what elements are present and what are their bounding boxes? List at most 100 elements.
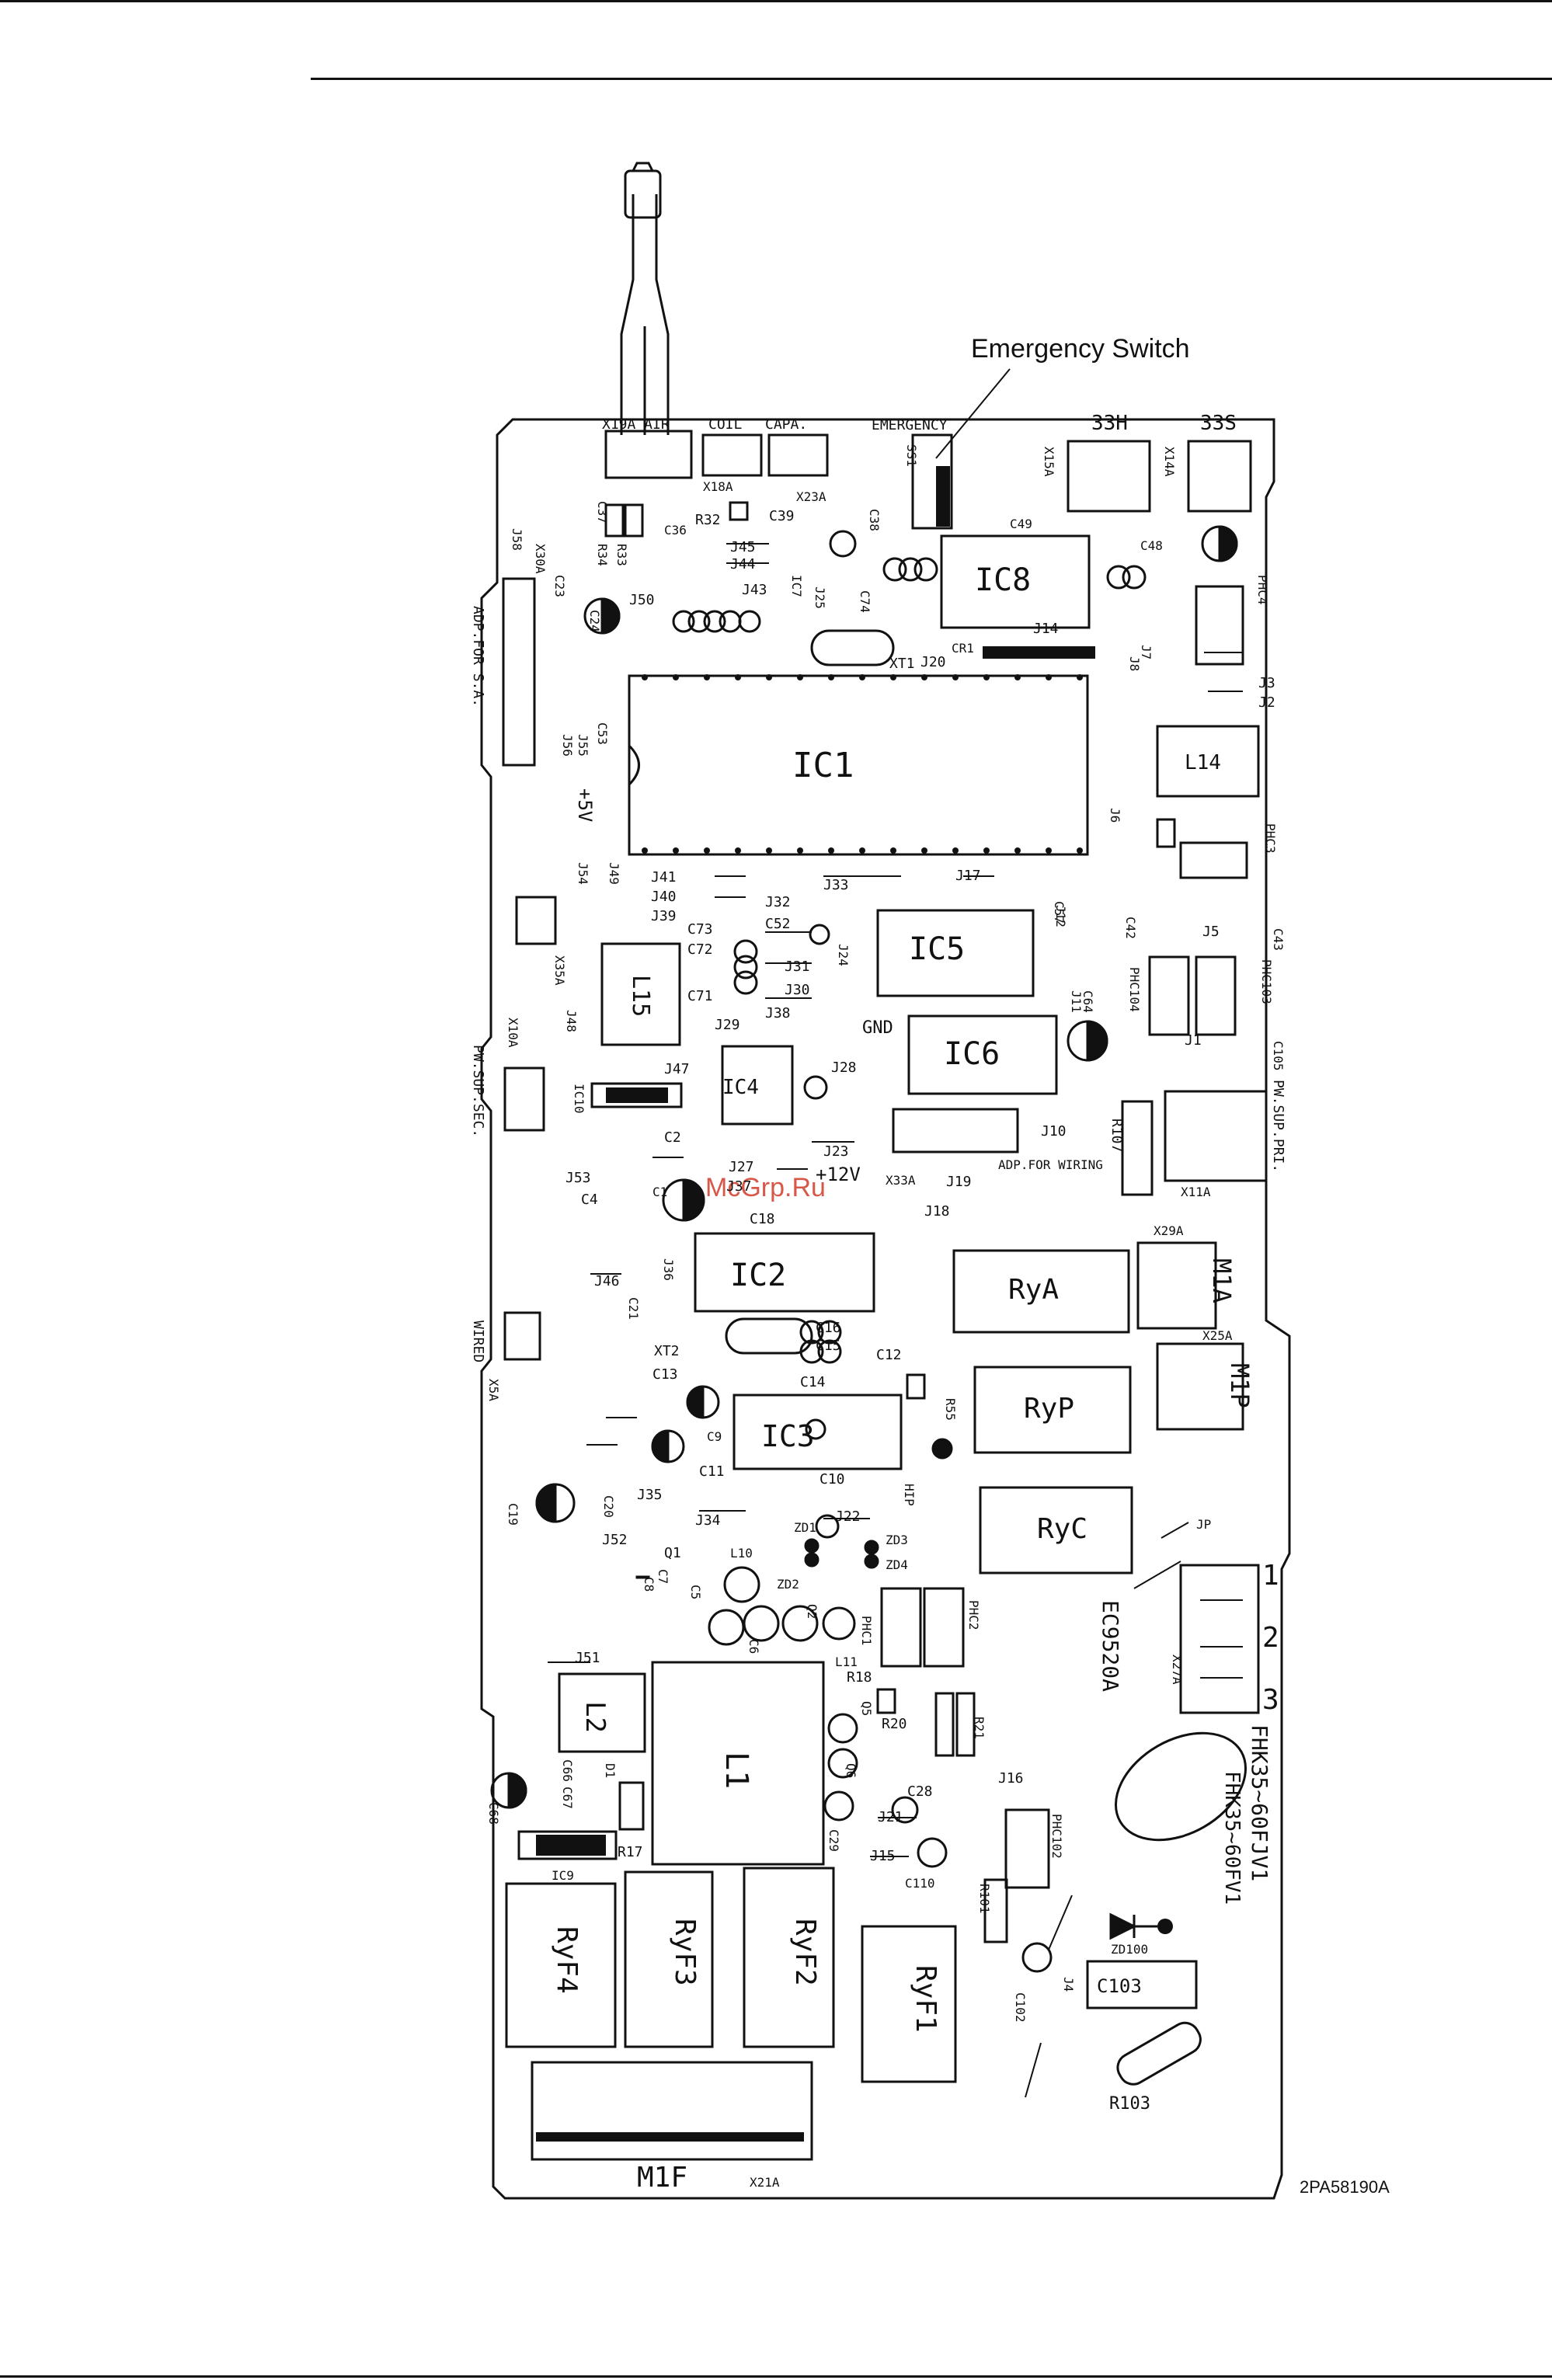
c14-label: C14 [800,1374,826,1390]
r34-label: R34 [595,544,610,566]
ryp-body [973,1366,1132,1454]
phc4-label: PHC4 [1255,575,1270,605]
c13-label: C13 [652,1366,678,1383]
zd3-label: ZD3 [886,1533,908,1547]
c18-label: C18 [750,1211,775,1227]
v12-label: +12V [816,1164,861,1185]
ryp-label: RyP [1024,1393,1074,1425]
ic8-label: IC8 [975,562,1031,598]
j18-label: J18 [924,1203,950,1220]
j32-label: J32 [765,894,791,910]
j49-label: J49 [607,862,621,885]
capa-body [767,433,829,477]
x35a-body [515,896,557,945]
c52-label: C52 [765,916,791,932]
x14a-body [1187,440,1252,513]
x29a-body [1136,1241,1217,1330]
l1-label: L1 [719,1752,754,1789]
zd100-symbol [1109,1912,1157,1940]
r20-label: R20 [882,1716,907,1732]
j10-body [892,1108,1019,1153]
j53-label: J53 [565,1170,591,1186]
ic3-body [733,1394,903,1470]
c19-label: C19 [506,1503,520,1526]
ic10-label: IC10 [572,1084,586,1114]
top-rule [0,0,1552,2]
pw_sec-label: PW.SUP.SEC. [470,1045,486,1137]
j2-label: J2 [1258,694,1275,711]
ic1-label: IC1 [792,746,854,785]
c36-label: C36 [664,523,687,538]
phc1-label: PHC1 [859,1616,874,1646]
terminal-1: 1 [1262,1560,1279,1592]
ss1-label: SS1 [904,444,919,467]
coil-label: COIL [708,416,743,433]
zd4-label: ZD4 [886,1557,908,1572]
phc102-body [1004,1808,1050,1889]
c110-label: C110 [905,1876,935,1891]
c21-label: C21 [626,1297,641,1320]
ic2-label: IC2 [730,1258,786,1293]
c39-label: C39 [769,508,795,524]
ic5-body [876,909,1035,997]
c66-label: C66 [560,1759,575,1782]
j31-label: J31 [785,959,810,975]
ic7-label: IC7 [789,575,804,597]
j15-label: J15 [870,1848,896,1864]
phc104-label: PHC104 [1127,967,1142,1012]
x25a-body [1156,1342,1244,1431]
c57-label: C57 [1052,901,1067,924]
coil-body [701,433,763,477]
c6-label: C6 [746,1639,761,1654]
c29-label: C29 [826,1829,841,1852]
l2-label: L2 [579,1701,611,1733]
r17-label: R17 [618,1844,643,1860]
sensor-cable [620,194,670,435]
ryf2-label: RyF2 [789,1919,821,1986]
ryf3-body [624,1870,714,2048]
r103-label: R103 [1109,2094,1150,2114]
cr1-label: CR1 [952,641,974,656]
ic3-label: IC3 [761,1419,815,1453]
c28-label: C28 [907,1783,933,1800]
ic6-label: IC6 [944,1036,1000,1072]
ic5-label: IC5 [909,931,965,967]
d1-label: D1 [603,1763,618,1778]
h33-label: 33H [1091,412,1128,435]
j4-label: J4 [1061,1977,1076,1992]
ryf4-label: RyF4 [551,1926,583,1994]
c38-label: C38 [867,509,882,531]
x30a-body [502,577,536,767]
j20-label: J20 [920,654,946,670]
model-text-1: FHK35~60FJV1 [1247,1724,1272,1881]
j16-label: J16 [998,1770,1024,1787]
j21-label: J21 [878,1809,903,1825]
q1-label: Q1 [664,1545,681,1561]
x10a-label: X10A [506,1018,520,1048]
c2-label: C2 [664,1129,681,1146]
r33-label: R33 [614,544,629,566]
c1-label: C1 [652,1185,667,1199]
j33-label: J33 [823,877,849,893]
l14-body [1156,725,1260,798]
c20-label: C20 [601,1495,616,1518]
x27a-body [1179,1564,1260,1714]
c103-label: C103 [1097,1975,1142,1997]
thermistor [1114,1731,1248,1842]
c48-label: C48 [1140,538,1163,553]
ryc-body [979,1486,1133,1574]
c12-label: C12 [876,1347,902,1363]
j55-label: J55 [576,734,590,757]
c24-label: C24 [587,610,602,632]
c73-label: C73 [687,921,713,938]
v5-label: +5V [574,788,596,822]
l11-label: L11 [835,1655,858,1669]
zd1-label: ZD1 [794,1520,816,1535]
j22-label: J22 [835,1508,861,1525]
c23-label: C23 [552,575,567,597]
j46-label: J46 [594,1273,620,1289]
r32-label: R32 [695,512,721,528]
c43-label: C43 [1271,928,1286,951]
r55-label: R55 [943,1398,958,1421]
